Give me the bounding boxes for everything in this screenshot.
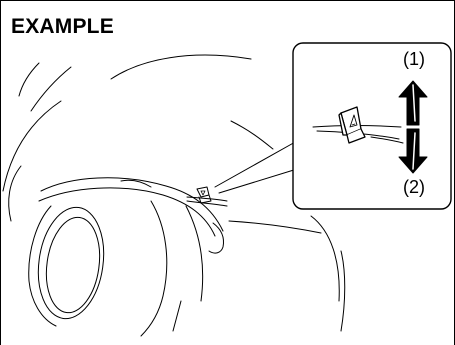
figure-title: EXAMPLE <box>11 15 114 39</box>
label-down: (2) <box>403 177 425 198</box>
label-up: (1) <box>403 49 425 70</box>
hazard-switch-small <box>187 187 227 206</box>
callout-leader <box>215 141 297 193</box>
